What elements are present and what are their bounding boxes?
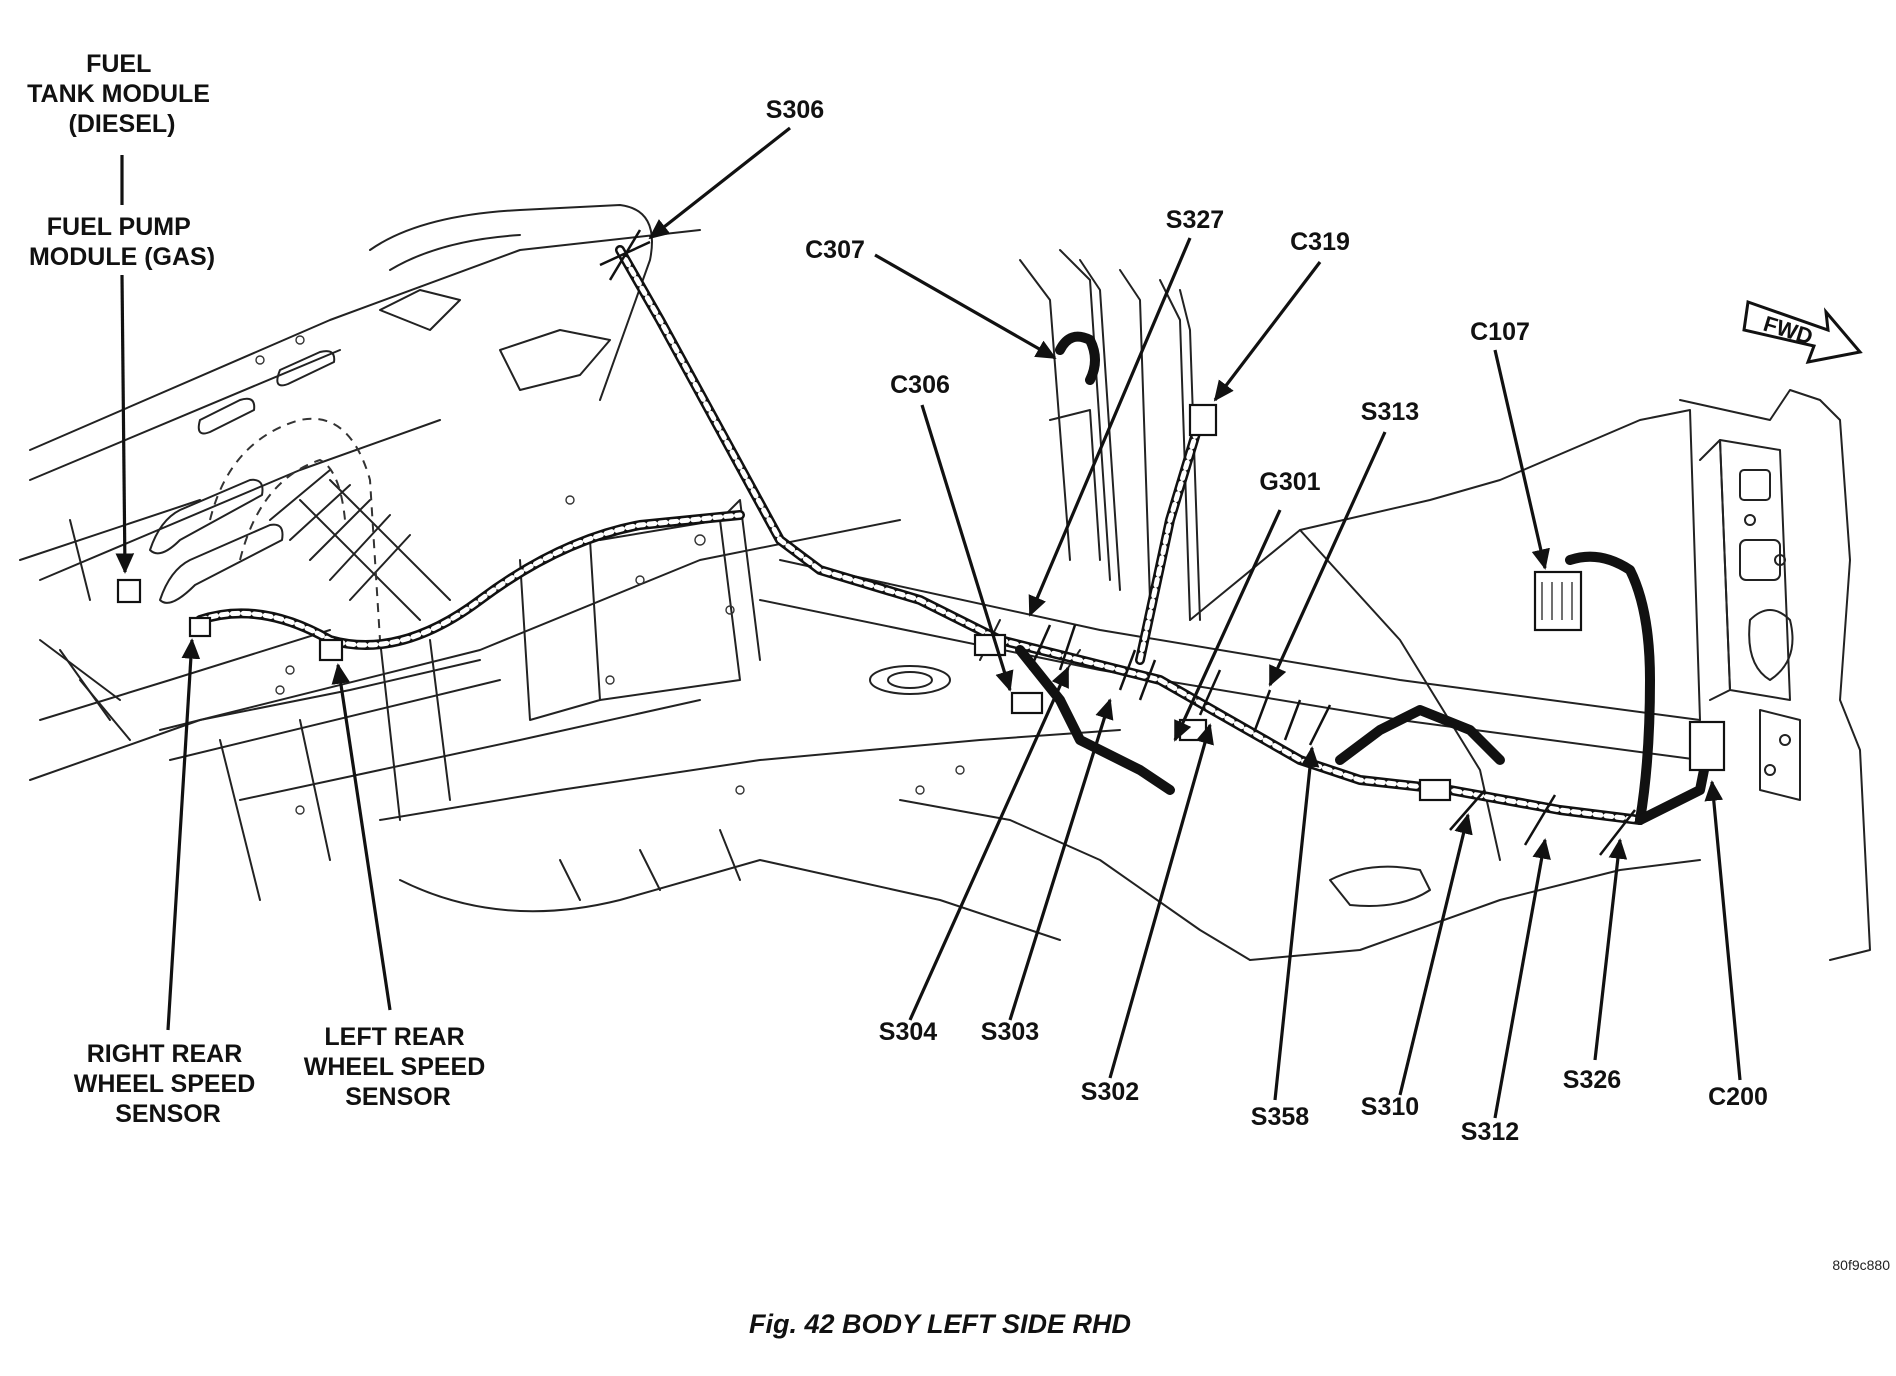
label-c200: C200 [1708,1083,1768,1111]
label-s312: S312 [1461,1118,1519,1146]
label-c319: C319 [1290,228,1350,256]
component-labels: FUEL TANK MODULE (DIESEL) FUEL PUMP MODU… [27,50,1768,1146]
label-s326: S326 [1563,1066,1621,1094]
label-s358: S358 [1251,1103,1309,1131]
label-s302: S302 [1081,1078,1139,1106]
label-s306: S306 [766,96,824,124]
leader-lines [115,126,1742,1119]
label-s303: S303 [981,1018,1039,1046]
label-fuel-tank-module: FUEL TANK MODULE (DIESEL) [27,50,217,138]
label-g301: G301 [1259,468,1320,496]
figure-caption: Fig. 42 BODY LEFT SIDE RHD [749,1309,1131,1339]
label-s304: S304 [879,1018,937,1046]
splice-marks [599,229,1636,856]
drawing-code: 80f9c880 [1832,1257,1890,1273]
label-s313: S313 [1361,398,1419,426]
wiring-harness [195,245,1715,825]
label-c307: C307 [805,236,865,264]
label-c107: C107 [1470,318,1530,346]
label-right-rear-wheel-speed-sensor: RIGHT REAR WHEEL SPEED SENSOR [74,1040,262,1128]
forward-arrow: FWD [1742,299,1863,364]
label-fuel-pump-module: FUEL PUMP MODULE (GAS) [29,213,215,271]
label-c306: C306 [890,371,950,399]
fuel-tank-outline [209,417,381,641]
vehicle-body-outline [19,204,1871,961]
label-s310: S310 [1361,1093,1419,1121]
label-left-rear-wheel-speed-sensor: LEFT REAR WHEEL SPEED SENSOR [304,1023,492,1111]
fwd-label: FWD [1761,311,1816,350]
label-s327: S327 [1166,206,1224,234]
